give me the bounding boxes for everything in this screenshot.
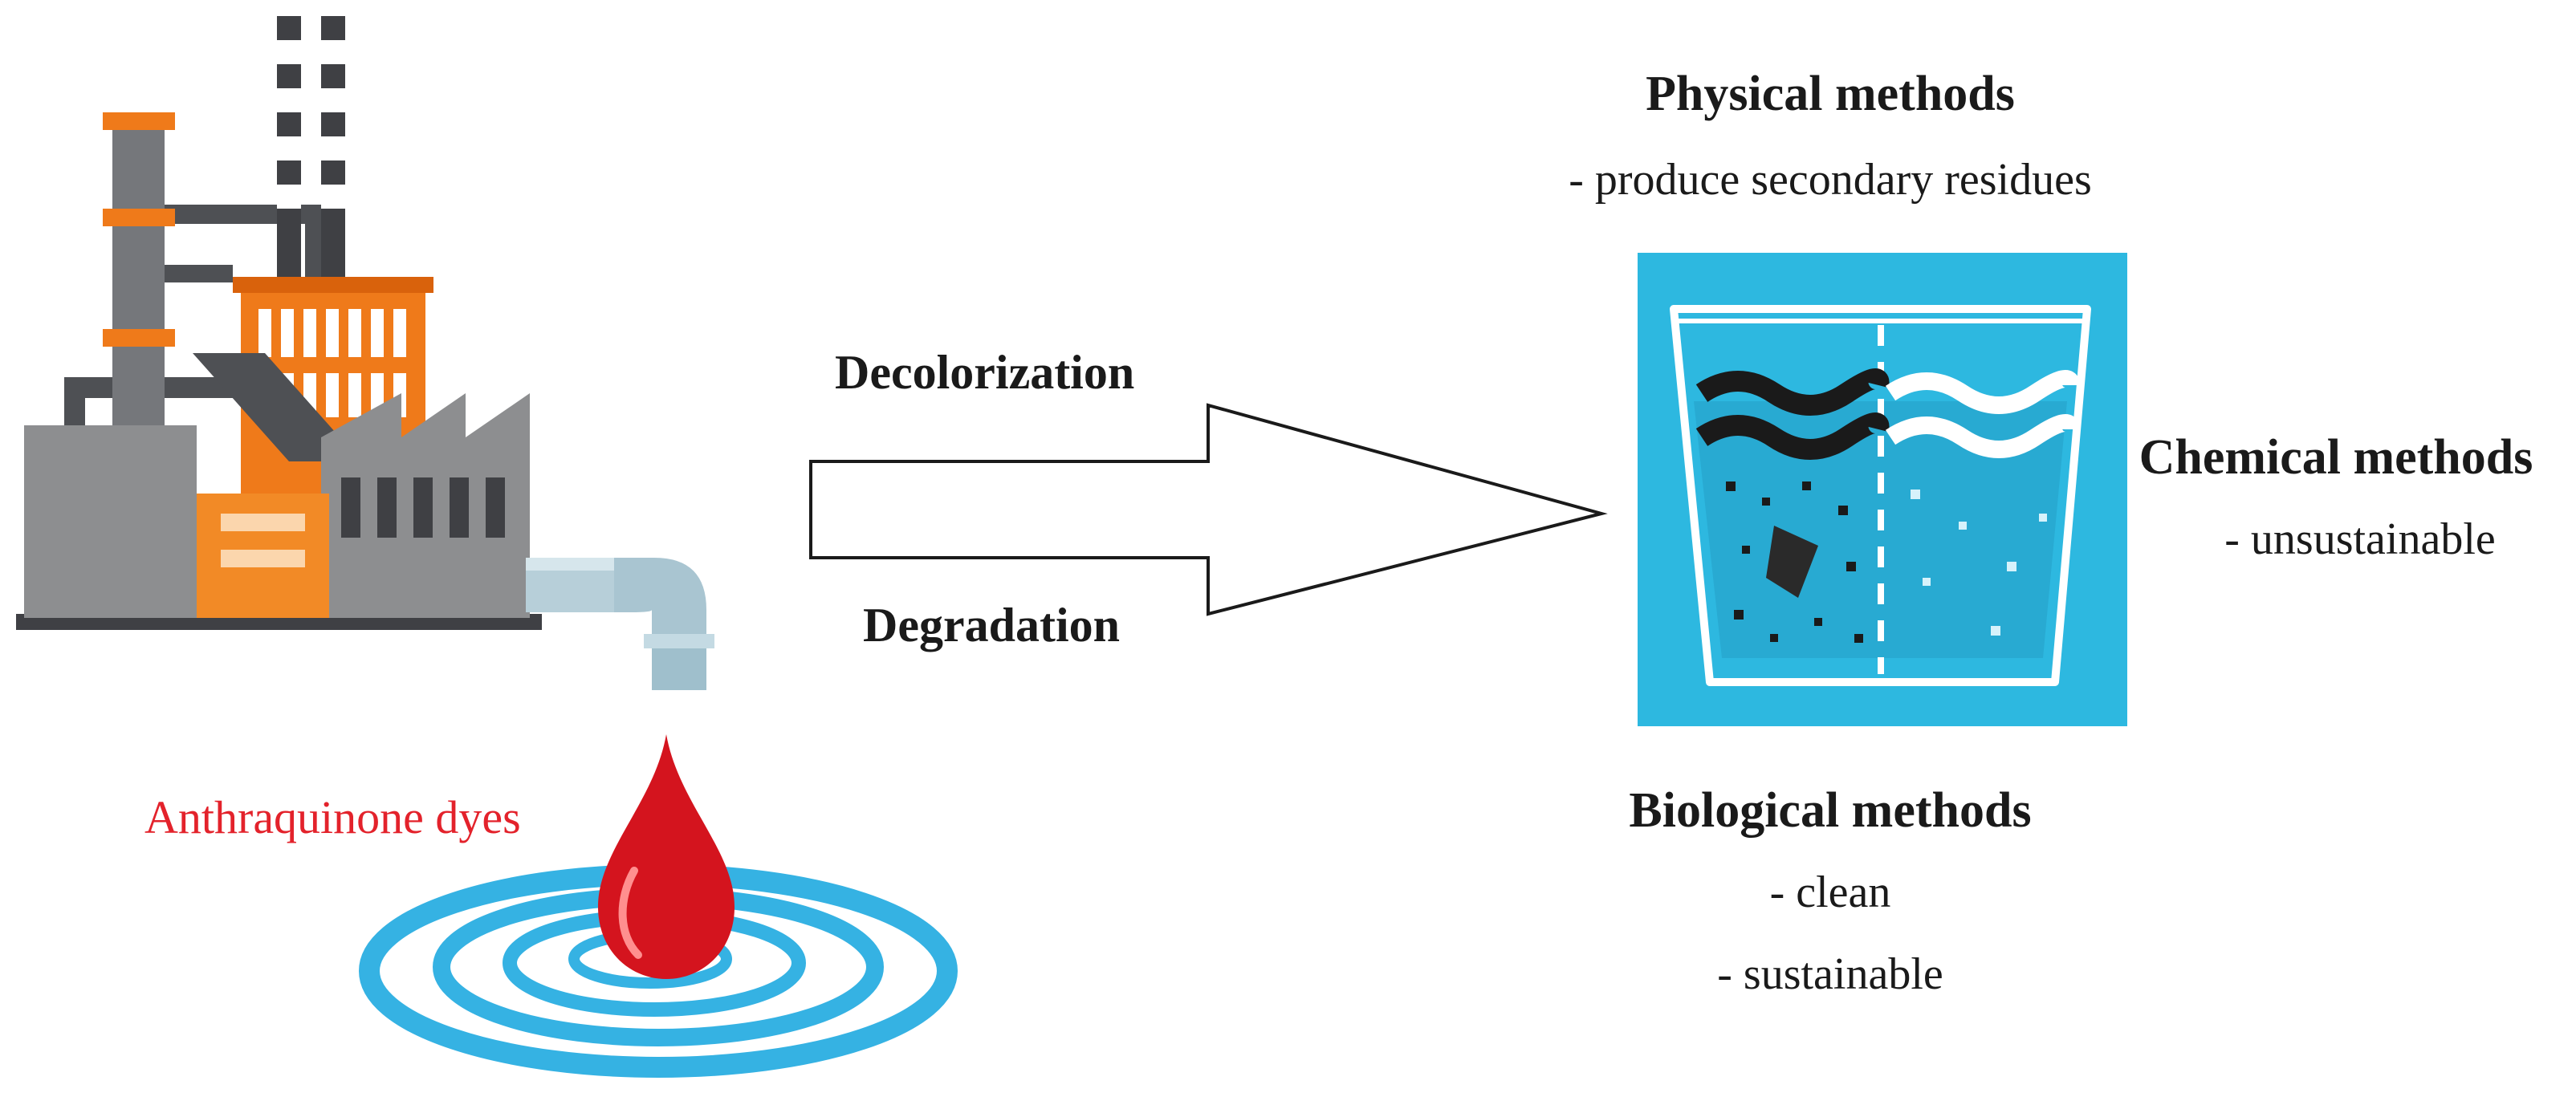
sawtooth-building xyxy=(321,393,530,618)
chemical-methods-note: - unsustainable xyxy=(2224,514,2496,564)
factory-icon xyxy=(16,16,542,630)
anthraquinone-dyes-label: Anthraquinone dyes xyxy=(144,791,521,843)
biological-methods-title: Biological methods xyxy=(1629,783,2032,838)
biological-methods-note-clean: - clean xyxy=(1769,867,1891,917)
biological-methods-note-sustainable: - sustainable xyxy=(1717,949,1943,999)
physical-methods-note: - produce secondary residues xyxy=(1569,155,2092,205)
chimney-left xyxy=(277,16,301,289)
decolorization-label: Decolorization xyxy=(835,346,1135,399)
degradation-label: Degradation xyxy=(863,599,1120,652)
hollow-arrow-icon xyxy=(809,403,1608,616)
blood-drop-icon xyxy=(598,734,735,979)
beaker-icon xyxy=(1638,253,2127,726)
chimney-right xyxy=(321,16,345,289)
physical-methods-title: Physical methods xyxy=(1646,67,2015,121)
chemical-methods-title: Chemical methods xyxy=(2139,430,2533,485)
pipe-icon xyxy=(526,558,714,690)
